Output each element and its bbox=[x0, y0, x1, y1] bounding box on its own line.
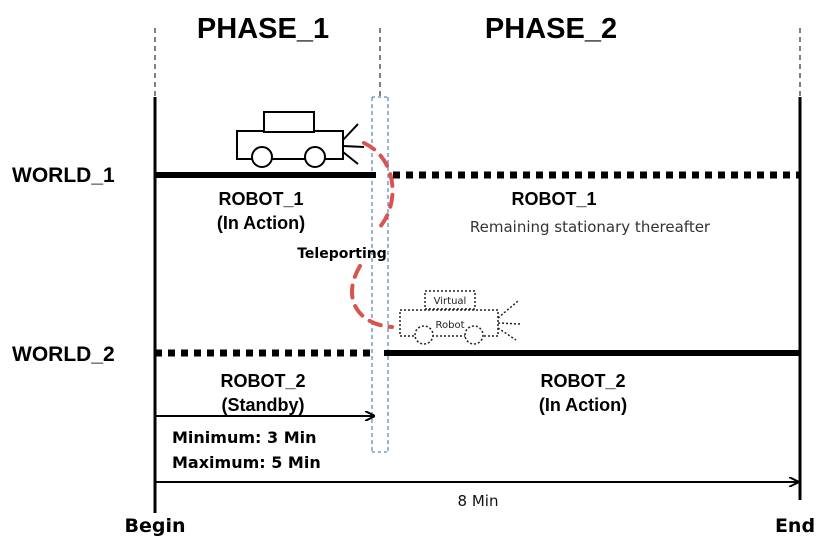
world-1-label: WORLD_1 bbox=[12, 164, 115, 187]
robot-1-after-name: ROBOT_1 bbox=[511, 189, 596, 209]
robot-2-after-name: ROBOT_2 bbox=[540, 371, 625, 391]
phase-2-title: PHASE_2 bbox=[485, 13, 617, 45]
robot-2-after-state: (In Action) bbox=[539, 395, 627, 415]
total-duration-label: 8 Min bbox=[458, 492, 499, 510]
maximum-duration-label: Maximum: 5 Min bbox=[172, 453, 321, 472]
minimum-duration-label: Minimum: 3 Min bbox=[172, 428, 316, 447]
teleport-arc-lower bbox=[350, 264, 394, 329]
begin-label: Begin bbox=[124, 515, 185, 537]
robot-1-icon bbox=[236, 111, 365, 168]
world-2-label: WORLD_2 bbox=[12, 343, 115, 366]
virtual-robot-label-line2: Robot bbox=[435, 320, 464, 331]
robot-1-name: ROBOT_1 bbox=[218, 189, 303, 209]
teleporting-label: Teleporting bbox=[297, 246, 387, 262]
robot-2-name: ROBOT_2 bbox=[220, 371, 305, 391]
end-label: End bbox=[775, 515, 815, 537]
robot-2-state: (Standby) bbox=[222, 395, 305, 415]
phase-1-title: PHASE_1 bbox=[197, 13, 329, 45]
virtual-robot-icon: Virtual Robot bbox=[399, 290, 521, 345]
robot-1-state: (In Action) bbox=[217, 213, 305, 233]
teleport-arc-upper bbox=[362, 141, 395, 234]
virtual-robot-label-line1: Virtual bbox=[434, 296, 467, 307]
robot-1-after-note: Remaining stationary thereafter bbox=[470, 218, 711, 236]
